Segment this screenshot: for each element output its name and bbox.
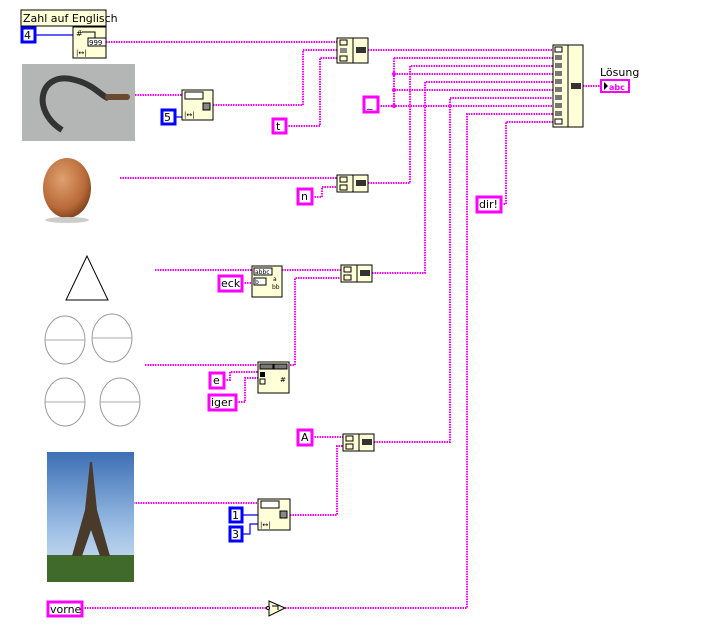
string-constant-vorne[interactable]: vorne [46, 600, 84, 618]
number-constant-1[interactable]: 1 [228, 506, 244, 524]
wires [36, 34, 600, 609]
replace-substring-node[interactable]: # [257, 361, 290, 394]
triangle-picture [65, 254, 109, 301]
string-subset-node-1[interactable]: |↔| [181, 89, 214, 121]
svg-text:abbc: abbc [255, 269, 270, 276]
concatenate-strings-node-4[interactable] [342, 433, 375, 452]
not-node[interactable] [266, 600, 287, 617]
const-text: 1 [232, 509, 239, 522]
string-constant-n[interactable]: n [296, 187, 314, 206]
const-text: vorne [50, 603, 82, 616]
const-text: eck [221, 277, 241, 290]
svg-text:|↔|: |↔| [260, 521, 271, 529]
string-constant-e[interactable]: e [208, 371, 226, 390]
abc-glyph: abc [609, 83, 625, 92]
string-constant-eck[interactable]: eck [217, 274, 244, 293]
loesung-label: Lösung [600, 66, 639, 79]
concatenate-strings-node-2[interactable] [336, 174, 369, 193]
string-constant-underscore[interactable]: _ [362, 95, 380, 114]
svg-text:a: a [273, 276, 277, 283]
const-text: t [276, 120, 281, 133]
string-subset-node-2[interactable]: |↔| [257, 498, 291, 531]
svg-text:b: b [255, 279, 259, 286]
const-text: e [213, 374, 220, 387]
const-text: iger [211, 396, 233, 409]
face-sketches-picture [44, 313, 141, 427]
string-constant-A[interactable]: A [296, 428, 314, 447]
string-constant-dir[interactable]: dir! [475, 195, 503, 214]
concatenate-strings-node-3[interactable] [340, 264, 373, 283]
sickle-picture [22, 64, 135, 141]
number-constant-5[interactable]: 5 [160, 108, 177, 126]
egg-picture [43, 158, 91, 223]
concatenate-strings-node-main[interactable] [552, 44, 584, 128]
const-text: n [301, 190, 308, 203]
svg-text:bb: bb [272, 284, 280, 291]
const-text: A [301, 431, 309, 444]
label-text: Zahl auf Englisch [23, 12, 118, 25]
number-to-string-node[interactable]: # 999 |↔| [72, 26, 107, 59]
const-text: _ [366, 97, 373, 110]
number-constant-3[interactable]: 3 [228, 525, 244, 543]
string-constant-t[interactable]: t [271, 117, 288, 135]
const-text: dir! [479, 198, 498, 211]
const-text: 3 [232, 528, 239, 541]
zahl-auf-englisch-label: Zahl auf Englisch [20, 9, 118, 27]
eiffel-tower-picture [47, 452, 134, 582]
svg-text:999: 999 [89, 39, 102, 47]
search-and-replace-node[interactable]: abbc b abb [251, 265, 283, 298]
number-constant-4[interactable]: 4 [20, 26, 37, 44]
svg-text:#: # [76, 29, 83, 38]
concatenate-strings-node-1[interactable] [336, 37, 369, 64]
const-text: 4 [24, 29, 31, 42]
svg-text:|↔|: |↔| [184, 111, 195, 119]
loesung-string-indicator: abc [600, 79, 630, 93]
string-constant-iger[interactable]: iger [207, 393, 238, 412]
svg-text:|↔|: |↔| [76, 49, 87, 57]
svg-text:#: # [280, 376, 286, 384]
const-text: 5 [164, 111, 171, 124]
